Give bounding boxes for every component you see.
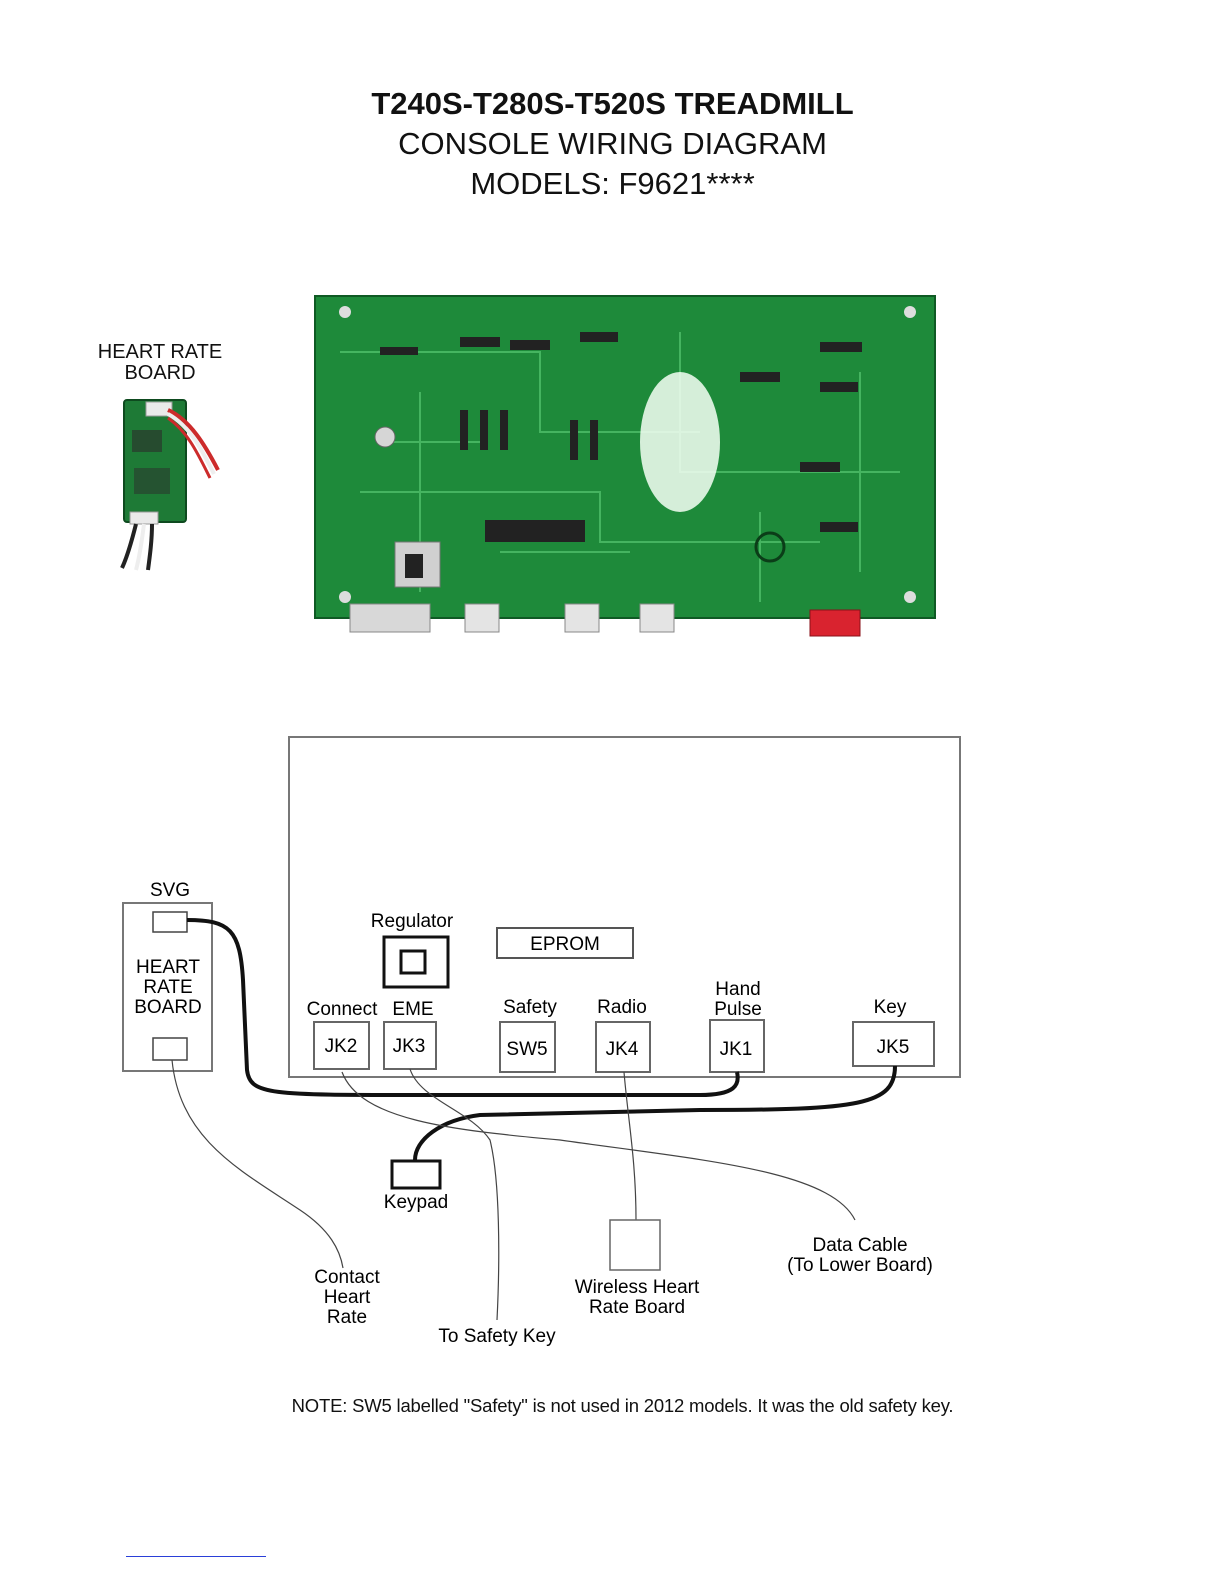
wireless-hr-line2: Rate Board <box>589 1297 685 1318</box>
contact-hr-line3: Rate <box>327 1307 367 1328</box>
svg-to-hand-pulse-cable <box>186 918 740 1097</box>
console-board-outline <box>288 736 961 1078</box>
data-cable-line2: (To Lower Board) <box>787 1255 933 1276</box>
title-block: T240S-T280S-T520S TREADMILL CONSOLE WIRI… <box>0 84 1225 204</box>
wireless-hr-line1: Wireless Heart <box>575 1277 700 1298</box>
keypad-box <box>390 1159 442 1190</box>
data-cable-wire <box>341 1071 856 1221</box>
radio-label: Radio <box>597 997 647 1018</box>
eprom-box <box>496 927 634 959</box>
heart-rate-board-photo <box>120 399 220 571</box>
connect-label: Connect <box>307 999 378 1020</box>
heart-rate-caption-line2: BOARD <box>124 362 196 384</box>
keypad-label: Keypad <box>384 1192 448 1213</box>
eme-label: EME <box>392 999 433 1020</box>
title-diagram-line: CONSOLE WIRING DIAGRAM <box>398 126 827 161</box>
wiring-diagram: SVG HEART RATE BOARD Regulator EPROM Con… <box>122 736 961 1347</box>
footnote: NOTE: SW5 labelled "Safety" is not used … <box>291 1395 954 1416</box>
connector-jk5: Key JK5 <box>852 997 935 1067</box>
jk4-label: JK4 <box>606 1039 639 1060</box>
contact-hr-line2: Heart <box>324 1287 371 1308</box>
svg-label: SVG <box>150 880 190 901</box>
sw5-label: SW5 <box>506 1039 547 1060</box>
connector-sw5: Safety SW5 <box>499 997 557 1073</box>
hand-label: Hand <box>715 979 760 1000</box>
eprom-label: EPROM <box>530 934 600 955</box>
contact-hr-line1: Contact <box>314 1267 380 1288</box>
footer-link-underline[interactable] <box>126 1556 266 1557</box>
data-cable-line1: Data Cable <box>812 1235 907 1256</box>
regulator-box <box>382 935 450 989</box>
jk3-label: JK3 <box>393 1036 426 1057</box>
title-model-number-line: MODELS: F9621**** <box>470 166 755 201</box>
jk5-label: JK5 <box>877 1037 910 1058</box>
connector-jk4: Radio JK4 <box>595 997 651 1073</box>
safety-label: Safety <box>503 997 557 1018</box>
svg-connector <box>152 911 188 933</box>
hr-board-line3: BOARD <box>134 997 202 1018</box>
contact-hr-wire <box>171 1059 344 1269</box>
hr-board-line1: HEART <box>136 957 200 978</box>
key-label: Key <box>874 997 907 1018</box>
jk1-label: JK1 <box>720 1039 753 1060</box>
to-safety-key-label: To Safety Key <box>438 1326 556 1347</box>
heart-rate-board-box <box>122 902 213 1072</box>
hr-board-line2: RATE <box>143 977 192 998</box>
regulator-inner <box>399 949 427 975</box>
regulator-label: Regulator <box>371 911 454 932</box>
contact-hr-connector <box>152 1037 188 1061</box>
key-to-keypad-cable <box>413 1065 897 1161</box>
console-board-photo <box>314 295 936 637</box>
connector-jk1: Hand Pulse JK1 <box>709 979 765 1073</box>
title-models-line: T240S-T280S-T520S TREADMILL <box>371 86 854 121</box>
connector-jk2: Connect JK2 <box>307 999 378 1070</box>
wireless-hr-board-box <box>609 1219 661 1271</box>
heart-rate-caption-line1: HEART RATE <box>97 341 223 363</box>
jk2-label: JK2 <box>325 1036 358 1057</box>
safety-key-wire <box>409 1068 500 1321</box>
heart-rate-board-caption: HEART RATE BOARD <box>80 342 240 384</box>
connector-jk3: EME JK3 <box>383 999 437 1070</box>
pulse-label: Pulse <box>714 999 762 1020</box>
wireless-hr-wire <box>623 1071 637 1221</box>
